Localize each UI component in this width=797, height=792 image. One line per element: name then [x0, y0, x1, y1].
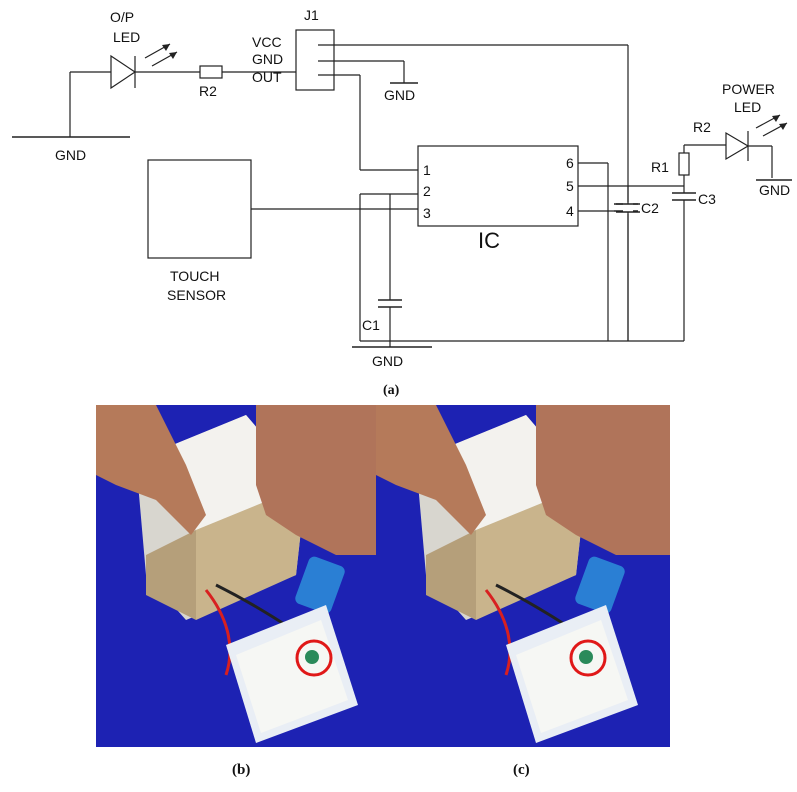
power-section: C2 R1 C3 R2 POWER LED GND — [578, 45, 792, 341]
circuit-schematic: O/P LED R2 GND J1 VCC GND OUT GND 1 2 3 … — [12, 7, 792, 398]
op-led-diode — [110, 54, 137, 90]
power-led-diode — [725, 131, 750, 161]
gnd-left-label: GND — [55, 147, 86, 163]
photo-c — [376, 405, 670, 747]
hand-right — [256, 405, 390, 555]
op-led-label-2: LED — [113, 29, 140, 45]
resistor-r2-left — [199, 65, 223, 79]
gnd-pin-label: GND — [252, 51, 283, 67]
touch-label-2: SENSOR — [167, 287, 226, 303]
c2-label: C2 — [641, 200, 659, 216]
battery — [575, 556, 625, 614]
ic-pin-5: 5 — [566, 178, 574, 194]
gnd-right-label: GND — [759, 182, 790, 198]
c1-ground-section: C1 GND — [352, 193, 684, 369]
caption-c: (c) — [513, 762, 530, 778]
hand-left — [376, 405, 486, 535]
ic-chip: 1 2 3 6 5 4 IC — [417, 145, 579, 253]
caption-b: (b) — [232, 762, 251, 778]
hand-left — [96, 405, 206, 535]
touch-sensor: TOUCH SENSOR — [147, 159, 418, 303]
op-led-section: O/P LED R2 GND — [12, 9, 296, 163]
power-led-label-1: POWER — [722, 81, 775, 97]
r2-left-label: R2 — [199, 83, 217, 99]
j1-label: J1 — [304, 7, 319, 23]
highlight-circle — [295, 639, 333, 677]
ic-pin-1: 1 — [423, 162, 431, 178]
j1-connector: J1 VCC GND OUT GND — [252, 7, 628, 171]
c3-label: C3 — [698, 191, 716, 207]
r2-right-label: R2 — [693, 119, 711, 135]
vcc-label: VCC — [252, 34, 282, 50]
caption-a: (a) — [383, 383, 400, 398]
op-led-label-1: O/P — [110, 9, 134, 25]
touch-label-1: TOUCH — [170, 268, 220, 284]
highlight-circle — [569, 639, 607, 677]
power-led-label-2: LED — [734, 99, 761, 115]
c1-label: C1 — [362, 317, 380, 333]
ic-label: IC — [478, 228, 500, 253]
gnd-j1-label: GND — [384, 87, 415, 103]
ic-pin-3: 3 — [423, 205, 431, 221]
hand-right — [536, 405, 670, 555]
resistor-r1 — [678, 152, 690, 176]
battery — [295, 556, 345, 614]
ic-pin-6: 6 — [566, 155, 574, 171]
r1-label: R1 — [651, 159, 669, 175]
out-label: OUT — [252, 69, 282, 85]
photo-b — [96, 405, 390, 747]
ic-pin-2: 2 — [423, 183, 431, 199]
gnd-bottom-label: GND — [372, 353, 403, 369]
ic-pin-4: 4 — [566, 203, 574, 219]
